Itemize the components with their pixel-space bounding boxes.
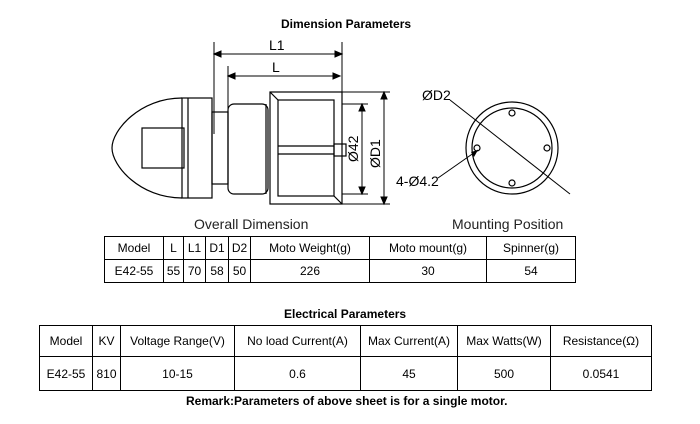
motor-side-view [111, 91, 347, 205]
header-model: Model [104, 236, 164, 260]
label-l1: L1 [269, 37, 285, 53]
cell-model: E42-55 [104, 259, 164, 283]
electrical-table: Model KV Voltage Range(V) No load Curren… [39, 325, 652, 391]
mounting-position-view [449, 99, 571, 195]
cell-max-current: 45 [360, 356, 458, 391]
electrical-table-row: E42-55 810 10-15 0.6 45 500 0.0541 [39, 356, 652, 391]
label-d2: ØD2 [422, 87, 451, 103]
electrical-parameters-title: Electrical Parameters [284, 307, 407, 321]
header-moto-weight: Moto Weight(g) [250, 236, 370, 260]
electrical-table-header-row: Model KV Voltage Range(V) No load Curren… [39, 325, 652, 357]
header-spinner: Spinner(g) [486, 236, 576, 260]
cell-l: 55 [163, 259, 184, 283]
mounting-position-title: Mounting Position [452, 216, 564, 232]
header-voltage-range: Voltage Range(V) [120, 325, 235, 357]
header-d2: D2 [228, 236, 251, 260]
cell-no-load-current: 0.6 [234, 356, 361, 391]
cell-max-watts: 500 [457, 356, 551, 391]
dimension-l [226, 66, 342, 112]
cell-resistance: 0.0541 [550, 356, 652, 391]
cell-l1: 70 [183, 259, 206, 283]
header-d1: D1 [205, 236, 229, 260]
leader-holes [437, 149, 479, 179]
header-model: Model [39, 325, 93, 357]
dimension-table-row: E42-55 55 70 58 50 226 30 54 [104, 259, 576, 283]
header-resistance: Resistance(Ω) [550, 325, 652, 357]
header-kv: KV [92, 325, 121, 357]
motor-drawing: L1 L Ø42 [111, 37, 571, 206]
dimension-table-header-row: Model L L1 D1 D2 Moto Weight(g) Moto mou… [104, 236, 576, 260]
cell-model: E42-55 [39, 356, 93, 391]
cell-moto-weight: 226 [250, 259, 370, 283]
cell-d1: 58 [205, 259, 229, 283]
header-max-current: Max Current(A) [360, 325, 458, 357]
header-no-load-current: No load Current(A) [234, 325, 361, 357]
dimension-l1 [212, 42, 344, 134]
header-max-watts: Max Watts(W) [457, 325, 551, 357]
dimension-table: Model L L1 D1 D2 Moto Weight(g) Moto mou… [104, 236, 576, 283]
cell-moto-mount: 30 [369, 259, 487, 283]
label-l: L [272, 59, 280, 75]
header-l1: L1 [183, 236, 206, 260]
cell-voltage-range: 10-15 [120, 356, 235, 391]
cell-d2: 50 [228, 259, 251, 283]
header-l: L [163, 236, 184, 260]
header-moto-mount: Moto mount(g) [369, 236, 487, 260]
cell-spinner: 54 [486, 259, 576, 283]
leader-holes-arrow [471, 150, 478, 157]
label-d1: ØD1 [367, 139, 383, 168]
dimension-parameters-title: Dimension Parameters [281, 17, 412, 31]
overall-dimension-title: Overall Dimension [194, 216, 309, 232]
cell-kv: 810 [92, 356, 121, 391]
label-d42: Ø42 [345, 135, 361, 162]
dimension-d1 [342, 90, 390, 206]
label-holes: 4-Ø4.2 [396, 173, 439, 189]
dimension-d42 [342, 102, 368, 196]
remark-note: Remark:Parameters of above sheet is for … [186, 394, 508, 408]
